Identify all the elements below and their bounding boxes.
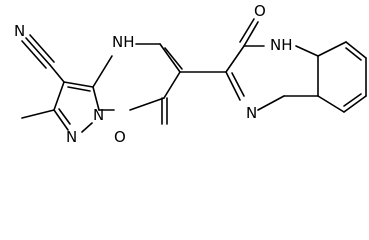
pyrazole-bond-4 [81,122,93,133]
pyrazole-bond-3-inner [58,108,71,125]
ring-nitrogen-right-label: N [246,104,257,122]
pyrimidine-bond-3-inner [164,47,183,70]
pyrimidine-bond-5 [129,97,165,111]
benzene-bond-6 [317,95,345,113]
pyrazole-bond-1-inner [67,86,91,92]
quinox-bond-1 [225,45,245,73]
methyl-bond [21,109,55,119]
pyrazole-nitrogen-label: N [66,128,77,146]
benzene-bond-3 [345,41,367,59]
pyrimidine-bond-3 [159,43,181,73]
pyrazole-bond-5 [92,86,100,111]
nitrile-nitrogen-label: N [14,22,25,40]
amine-nh-right-label: NH [270,36,293,54]
pyrimidine-bond-4 [163,71,181,99]
nitrile-triple-bond [21,34,55,69]
bridge-nitrogen-label: N [93,106,104,124]
pyrazole-bond-1 [63,81,94,88]
amine-nh-left-label: NH [112,33,135,51]
carbonyl-top-bond [243,21,259,47]
benzene-bond-2 [317,41,347,57]
quinox-bond-3-inner [231,72,245,97]
quinox-bond-5 [295,45,319,57]
quinox-bond-3 [225,71,241,101]
carbonyl-oxygen-top-label: O [254,2,266,20]
pyrazole-bond-3 [53,109,69,131]
quinox-bond-4 [257,95,285,111]
benzene-bond-5 [343,95,367,113]
pyrimidine-bond-1 [92,55,113,88]
pyrazole-bond-2 [53,81,65,111]
molecule-canvas: N NH N N O O NH N [14,2,367,146]
carbonyl-oxygen-bottom-label: O [114,128,126,146]
molecule-structure: N NH N N O O NH N [14,2,367,146]
benzene-bond-5-inner [343,93,362,107]
carbonyl-top-bond-2 [239,18,255,43]
benzene-bond-3-inner [345,47,362,61]
bond-nitrile-ring [49,64,65,83]
